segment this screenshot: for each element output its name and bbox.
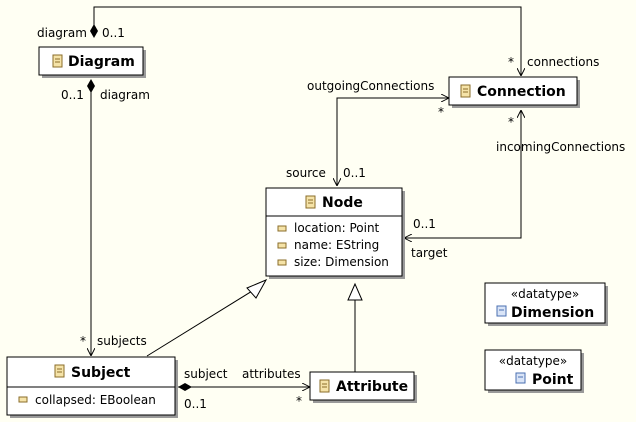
class-subject-name: Subject xyxy=(71,365,131,381)
class-attribute-name: Attribute xyxy=(336,379,408,395)
subject-attribute[interactable]: collapsed: EBoolean xyxy=(18,393,156,407)
label-connections-mult: * xyxy=(508,55,514,69)
label-attributes-role: attributes xyxy=(242,367,301,381)
datatype-point-name: Point xyxy=(532,372,574,388)
incoming-connections-edge[interactable] xyxy=(404,110,522,238)
svg-text:location: Point: location: Point xyxy=(294,221,380,235)
label-outgoing-mult: * xyxy=(438,105,444,119)
datatype-point[interactable]: «datatype» Point xyxy=(484,349,584,393)
class-icon xyxy=(305,195,316,209)
label-subject-diagram-mult: 0..1 xyxy=(61,88,84,102)
label-incoming-mult: * xyxy=(508,115,514,129)
label-subjects-mult: * xyxy=(80,334,86,348)
label-source-role: source xyxy=(286,166,326,180)
datatype-dimension-stereotype: «datatype» xyxy=(511,287,580,301)
svg-text:size: Dimension: size: Dimension xyxy=(294,255,389,269)
datatype-dimension-name: Dimension xyxy=(511,305,594,321)
class-node-name: Node xyxy=(322,195,363,211)
label-diagram-mult-top: 0..1 xyxy=(102,26,125,40)
svg-text:name: EString: name: EString xyxy=(294,238,379,252)
node-attribute[interactable]: name: EString xyxy=(277,238,379,252)
datatype-icon xyxy=(496,305,507,317)
label-attributes-mult: * xyxy=(296,394,302,408)
diagram-connections-edge[interactable] xyxy=(93,6,521,76)
class-icon xyxy=(52,54,63,68)
subject-attributes-diamond xyxy=(178,383,192,391)
label-subject-diagram-role: diagram xyxy=(100,88,150,102)
class-icon xyxy=(460,84,471,98)
label-incoming-role: incomingConnections xyxy=(496,140,625,154)
node-attribute[interactable]: size: Dimension xyxy=(277,255,389,269)
diagram-composition-diamond-bottom xyxy=(87,79,95,93)
datatype-icon xyxy=(515,372,526,384)
node-attribute[interactable]: location: Point xyxy=(277,221,380,235)
label-diagram-role-top: diagram xyxy=(37,26,87,40)
label-connections-role: connections xyxy=(527,55,599,69)
subject-generalization-head xyxy=(246,278,268,299)
label-subjects-role: subjects xyxy=(97,334,147,348)
datatype-point-stereotype: «datatype» xyxy=(499,354,568,368)
label-source-mult: 0..1 xyxy=(343,166,366,180)
class-diagram-name: Diagram xyxy=(68,54,135,70)
class-icon xyxy=(54,364,65,378)
label-target-mult: 0..1 xyxy=(413,217,436,231)
class-icon xyxy=(319,379,330,393)
class-diagram[interactable]: Diagram xyxy=(38,46,146,78)
label-outgoing-role: outgoingConnections xyxy=(307,79,434,93)
datatype-dimension[interactable]: «datatype» Dimension xyxy=(484,282,608,326)
class-node[interactable]: Node location: Point name: EString size:… xyxy=(265,187,405,279)
diagram-composition-diamond-top xyxy=(90,24,98,38)
class-connection-name: Connection xyxy=(477,84,566,100)
svg-text:collapsed: EBoolean: collapsed: EBoolean xyxy=(35,393,156,407)
class-attribute[interactable]: Attribute xyxy=(309,371,417,403)
subject-generalization-edge[interactable] xyxy=(146,287,258,357)
class-connection[interactable]: Connection xyxy=(448,76,580,108)
label-target-role: target xyxy=(411,246,448,260)
class-subject[interactable]: Subject collapsed: EBoolean xyxy=(6,356,178,418)
label-attr-subject-mult: 0..1 xyxy=(184,397,207,411)
label-attr-subject-role: subject xyxy=(184,367,228,381)
attribute-generalization-head xyxy=(347,282,363,301)
